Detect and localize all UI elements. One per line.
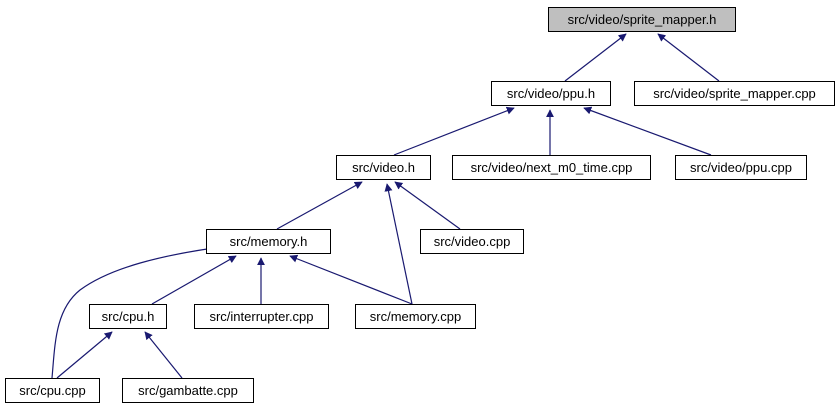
node-box	[194, 304, 329, 329]
node-box	[452, 155, 651, 180]
node-video-h[interactable]: src/video.h	[336, 155, 431, 180]
node-cpu-cpp[interactable]: src/cpu.cpp	[5, 378, 100, 403]
node-label: src/gambatte.cpp	[138, 383, 238, 398]
node-box	[420, 229, 524, 254]
edge-video_h-to-ppu_h	[393, 106, 515, 156]
edges-layer	[51, 33, 720, 379]
node-box	[491, 81, 611, 106]
node-box	[634, 81, 835, 106]
edge-video_cpp-to-video_h	[394, 181, 461, 230]
node-label: src/memory.h	[230, 234, 308, 249]
node-sprite-mapper-cpp[interactable]: src/video/sprite_mapper.cpp	[634, 81, 835, 106]
edge-memory_h-to-video_h	[276, 181, 363, 230]
node-memory-cpp[interactable]: src/memory.cpp	[355, 304, 476, 329]
edge-cpu_h-to-memory_h	[151, 255, 237, 305]
edge-cpu_cpp-to-memory_h	[51, 242, 229, 379]
node-label: src/video.cpp	[434, 234, 511, 249]
node-ppu-cpp[interactable]: src/video/ppu.cpp	[675, 155, 807, 180]
node-label: src/memory.cpp	[370, 309, 462, 324]
node-box	[548, 7, 736, 32]
node-sprite-mapper-h: src/video/sprite_mapper.h	[548, 7, 736, 32]
node-label: src/video/ppu.h	[507, 86, 595, 101]
node-box	[5, 378, 100, 403]
node-box	[355, 304, 476, 329]
edge-memory_cpp-to-video_h	[384, 183, 413, 305]
node-next-m0-time-cpp[interactable]: src/video/next_m0_time.cpp	[452, 155, 651, 180]
node-video-cpp[interactable]: src/video.cpp	[420, 229, 524, 254]
node-cpu-h[interactable]: src/cpu.h	[89, 304, 167, 329]
node-label: src/video/next_m0_time.cpp	[471, 160, 633, 175]
node-box	[89, 304, 167, 329]
edge-sprite_mapper_cpp-to-sprite_mapper_h	[657, 33, 720, 82]
node-label: src/video/sprite_mapper.h	[568, 12, 717, 27]
node-memory-h[interactable]: src/memory.h	[206, 229, 331, 254]
node-label: src/video/ppu.cpp	[690, 160, 792, 175]
node-label: src/interrupter.cpp	[209, 309, 313, 324]
node-box	[122, 378, 254, 403]
edge-ppu_cpp-to-ppu_h	[583, 106, 712, 156]
edge-gambatte_cpp-to-cpu_h	[144, 331, 183, 379]
node-box	[206, 229, 331, 254]
node-label: src/cpu.h	[102, 309, 155, 324]
node-label: src/video.h	[352, 160, 415, 175]
edge-ppu_h-to-sprite_mapper_h	[564, 33, 627, 82]
node-interrupter-cpp[interactable]: src/interrupter.cpp	[194, 304, 329, 329]
edge-cpu_cpp-to-cpu_h	[56, 331, 113, 379]
node-gambatte-cpp[interactable]: src/gambatte.cpp	[122, 378, 254, 403]
node-label: src/cpu.cpp	[19, 383, 85, 398]
edge-memory_cpp-to-memory_h	[289, 254, 413, 305]
node-label: src/video/sprite_mapper.cpp	[653, 86, 816, 101]
node-box	[675, 155, 807, 180]
node-box	[336, 155, 431, 180]
node-ppu-h[interactable]: src/video/ppu.h	[491, 81, 611, 106]
nodes-layer: src/video/sprite_mapper.h src/video/ppu.h…	[5, 7, 835, 403]
